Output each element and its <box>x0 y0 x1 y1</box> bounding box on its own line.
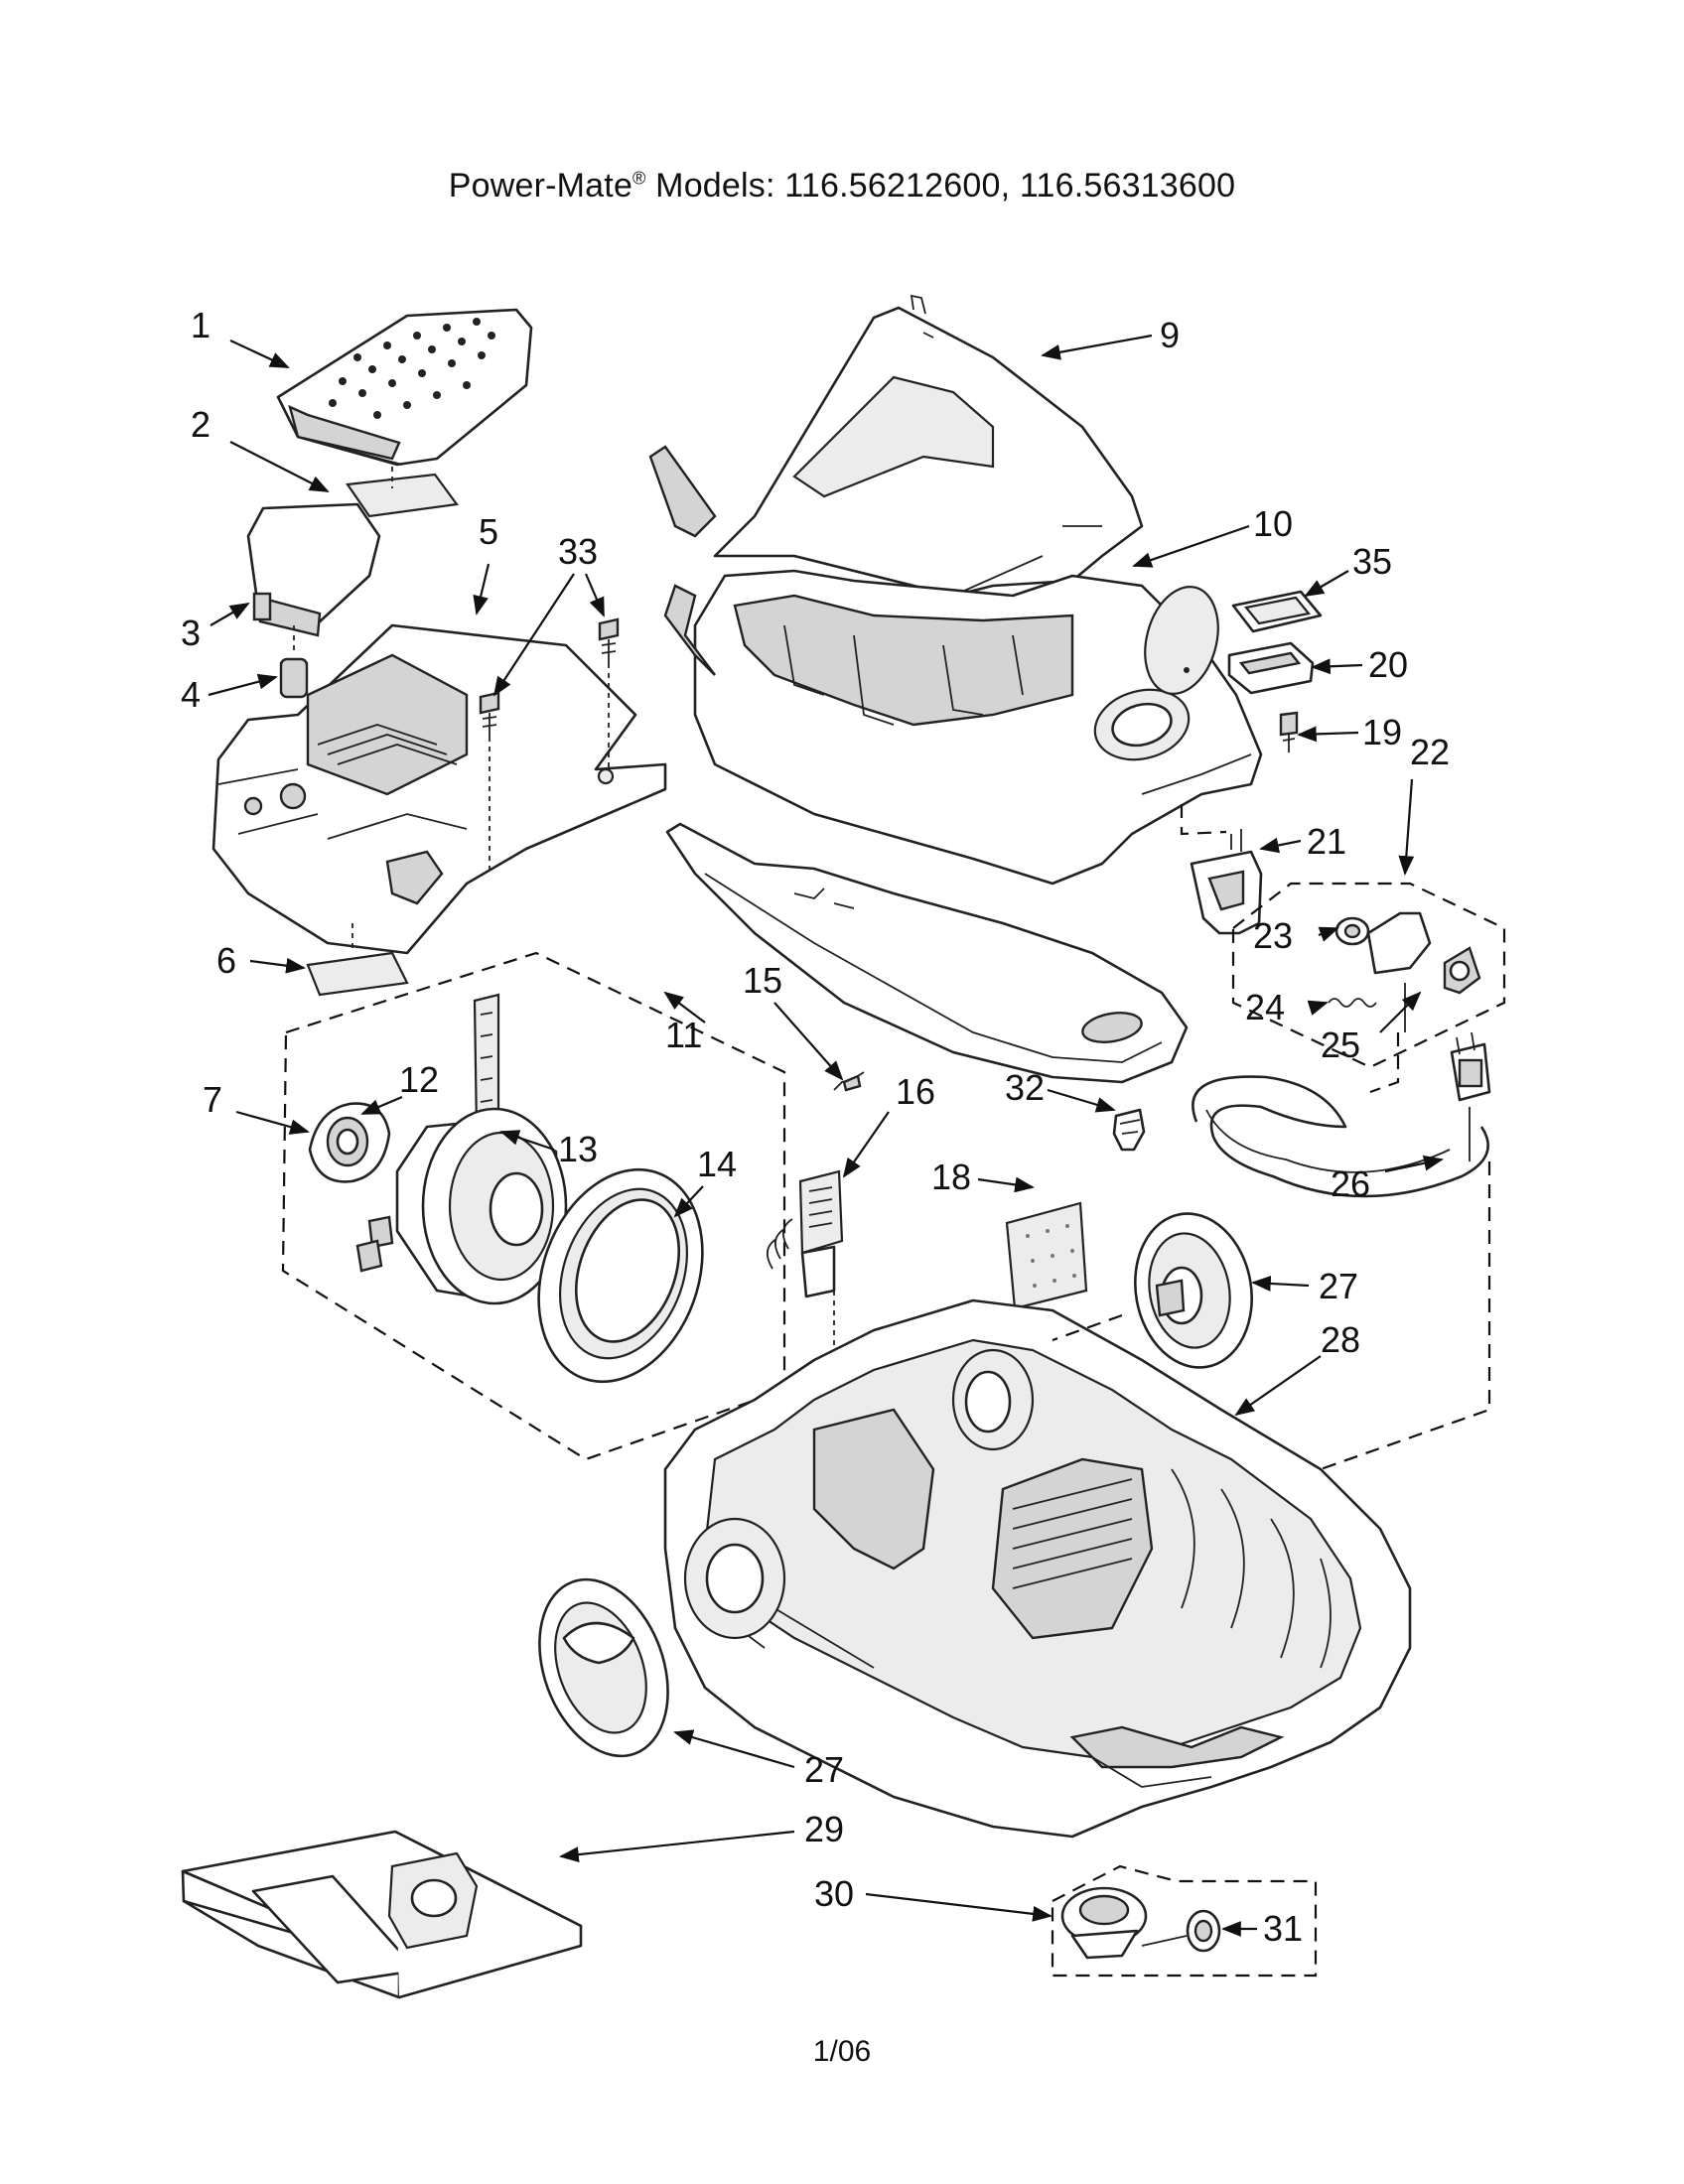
callout-5: 5 <box>479 511 498 552</box>
part-2-exhaust-filter <box>346 467 459 518</box>
callout-23: 23 <box>1253 915 1293 956</box>
leader-lines <box>208 334 1444 1937</box>
part-22-cord-reel-assembly-outline <box>1231 882 1506 1069</box>
part-30-caster-assembly-outline <box>1051 1864 1318 1978</box>
callout-1: 1 <box>191 305 210 345</box>
part-21-guide-lines <box>1180 804 1227 836</box>
callout-20: 20 <box>1368 644 1408 685</box>
callout-2: 2 <box>191 404 210 445</box>
callout-30: 30 <box>814 1873 854 1914</box>
part-6-pre-motor-filter <box>306 923 409 997</box>
callout-6: 6 <box>216 940 236 981</box>
part-27-rear-wheel <box>1133 1212 1254 1369</box>
callout-31: 31 <box>1263 1908 1303 1949</box>
part-20-switch <box>1227 641 1315 695</box>
brand-name: Power-Mate <box>448 167 633 205</box>
part-1-exhaust-grill <box>276 308 533 467</box>
part-21-bracket <box>1190 829 1263 935</box>
models-label: Models: <box>655 167 775 205</box>
part-12-motor-mount <box>308 1102 391 1183</box>
part-27-axle-line <box>1052 1313 1123 1342</box>
callout-22: 22 <box>1410 732 1450 772</box>
date-code: 1/06 <box>812 2035 872 2068</box>
part-5-motor-housing <box>211 623 667 955</box>
callout-13: 13 <box>558 1129 598 1169</box>
callout-15: 15 <box>743 960 782 1001</box>
part-3-latch-cover <box>246 502 381 637</box>
part-15-wire-clip <box>833 1071 865 1092</box>
part-10-top-shell <box>663 569 1263 886</box>
callout-32: 32 <box>1005 1067 1045 1108</box>
callout-12: 12 <box>399 1059 439 1100</box>
registered-mark: ® <box>632 168 646 189</box>
callout-labels: 1 2 3 4 5 33 6 7 12 13 14 9 10 35 20 19 … <box>181 305 1450 1949</box>
callout-21: 21 <box>1307 821 1346 862</box>
callout-3: 3 <box>181 613 201 653</box>
part-4-spring <box>279 625 309 699</box>
callout-18: 18 <box>931 1157 971 1197</box>
diagram-title: Power-Mate® Models: 116.56212600, 116.56… <box>0 167 1684 205</box>
callout-14: 14 <box>697 1144 737 1184</box>
callout-24: 24 <box>1245 987 1285 1027</box>
part-9-top-cover <box>648 294 1144 598</box>
motor-body <box>355 1107 568 1305</box>
part-27-front-ring <box>538 1577 669 1758</box>
part-28-cord-guide-line <box>1320 1161 1491 1471</box>
part-25-cord-brake <box>1366 911 1481 1032</box>
part-14-motor-seal <box>537 1167 704 1384</box>
callout-19: 19 <box>1362 712 1402 752</box>
callout-11: 11 <box>665 1015 702 1055</box>
callout-33: 33 <box>558 531 598 572</box>
callout-4: 4 <box>181 674 201 715</box>
part-11-bumper-trim <box>665 822 1189 1084</box>
callout-10: 10 <box>1253 503 1293 544</box>
part-24-spring <box>1328 998 1377 1008</box>
callout-26: 26 <box>1331 1163 1370 1204</box>
part-32-cap <box>1112 1108 1146 1152</box>
callout-25: 25 <box>1321 1024 1360 1065</box>
callout-28: 28 <box>1321 1319 1360 1360</box>
part-28-main-body <box>663 1298 1412 1839</box>
part-35-gasket <box>1231 590 1323 633</box>
part-29-dust-bag <box>181 1830 583 1999</box>
model-numbers: 116.56212600, 116.56313600 <box>784 167 1236 205</box>
callout-27-lower: 27 <box>804 1749 844 1790</box>
callout-27-upper: 27 <box>1319 1266 1358 1306</box>
part-19-screw <box>1279 711 1299 752</box>
callout-9: 9 <box>1160 315 1180 355</box>
part-22-guide-line <box>1369 1032 1400 1094</box>
part-33-screws <box>479 617 620 874</box>
callout-35: 35 <box>1352 541 1392 582</box>
callout-29: 29 <box>804 1809 844 1849</box>
part-30-caster <box>1060 1886 1148 1960</box>
part-23-washer <box>1334 916 1370 946</box>
part-31-caster-wheel <box>1141 1909 1221 1953</box>
callout-7: 7 <box>203 1079 222 1120</box>
callout-16: 16 <box>896 1071 935 1112</box>
